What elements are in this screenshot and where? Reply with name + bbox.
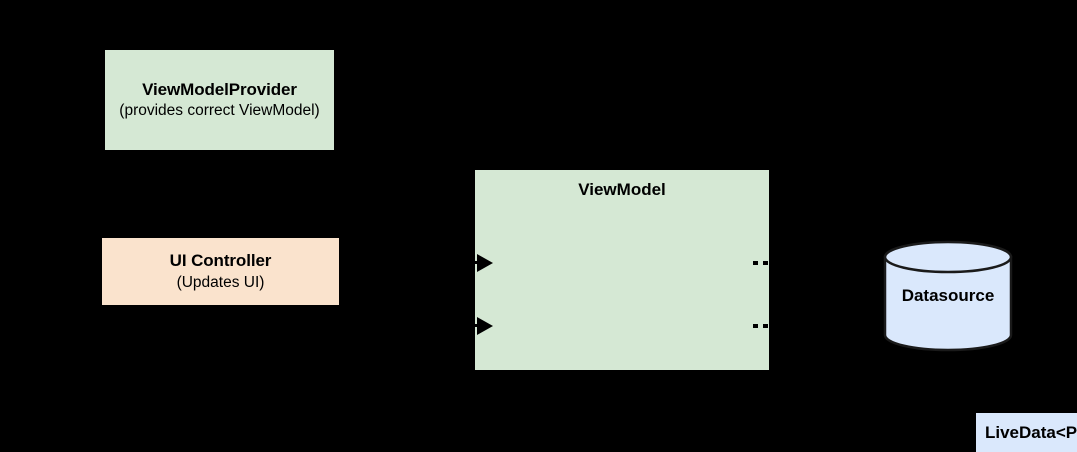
datasource-label: Datasource: [901, 286, 995, 305]
node-viewmodel[interactable]: ViewModel LiveData<POJO B> LiveData<POJO…: [475, 170, 1077, 452]
viewmodel-title: ViewModel: [578, 180, 666, 199]
node-ui-controller[interactable]: UI Controller (Updates UI): [102, 238, 339, 305]
ui-controller-subtitle: (Updates UI): [176, 273, 265, 291]
dashed-connector-livedata-a-segment-1: [753, 324, 758, 328]
node-viewmodelprovider[interactable]: ViewModelProvider (provides correct View…: [105, 50, 334, 150]
viewmodelprovider-subtitle: (provides correct ViewModel): [119, 102, 320, 120]
arrowhead-into-livedata-b: [477, 254, 493, 272]
ui-controller-title: UI Controller: [169, 251, 272, 271]
dashed-connector-livedata-b-segment-2: [763, 261, 768, 265]
arrowhead-into-livedata-a: [477, 317, 493, 335]
arrow-stub-livedata-a: [473, 324, 479, 327]
database-cylinder-icon: [883, 240, 1013, 352]
node-datasource[interactable]: Datasource: [883, 240, 1013, 352]
dashed-connector-livedata-b-segment-1: [753, 261, 758, 265]
dashed-connector-livedata-a-segment-2: [763, 324, 768, 328]
node-livedata-pojo-b[interactable]: LiveData<POJO B>: [973, 410, 1077, 452]
viewmodelprovider-title: ViewModelProvider: [142, 79, 297, 99]
arrow-stub-livedata-b: [473, 261, 479, 264]
